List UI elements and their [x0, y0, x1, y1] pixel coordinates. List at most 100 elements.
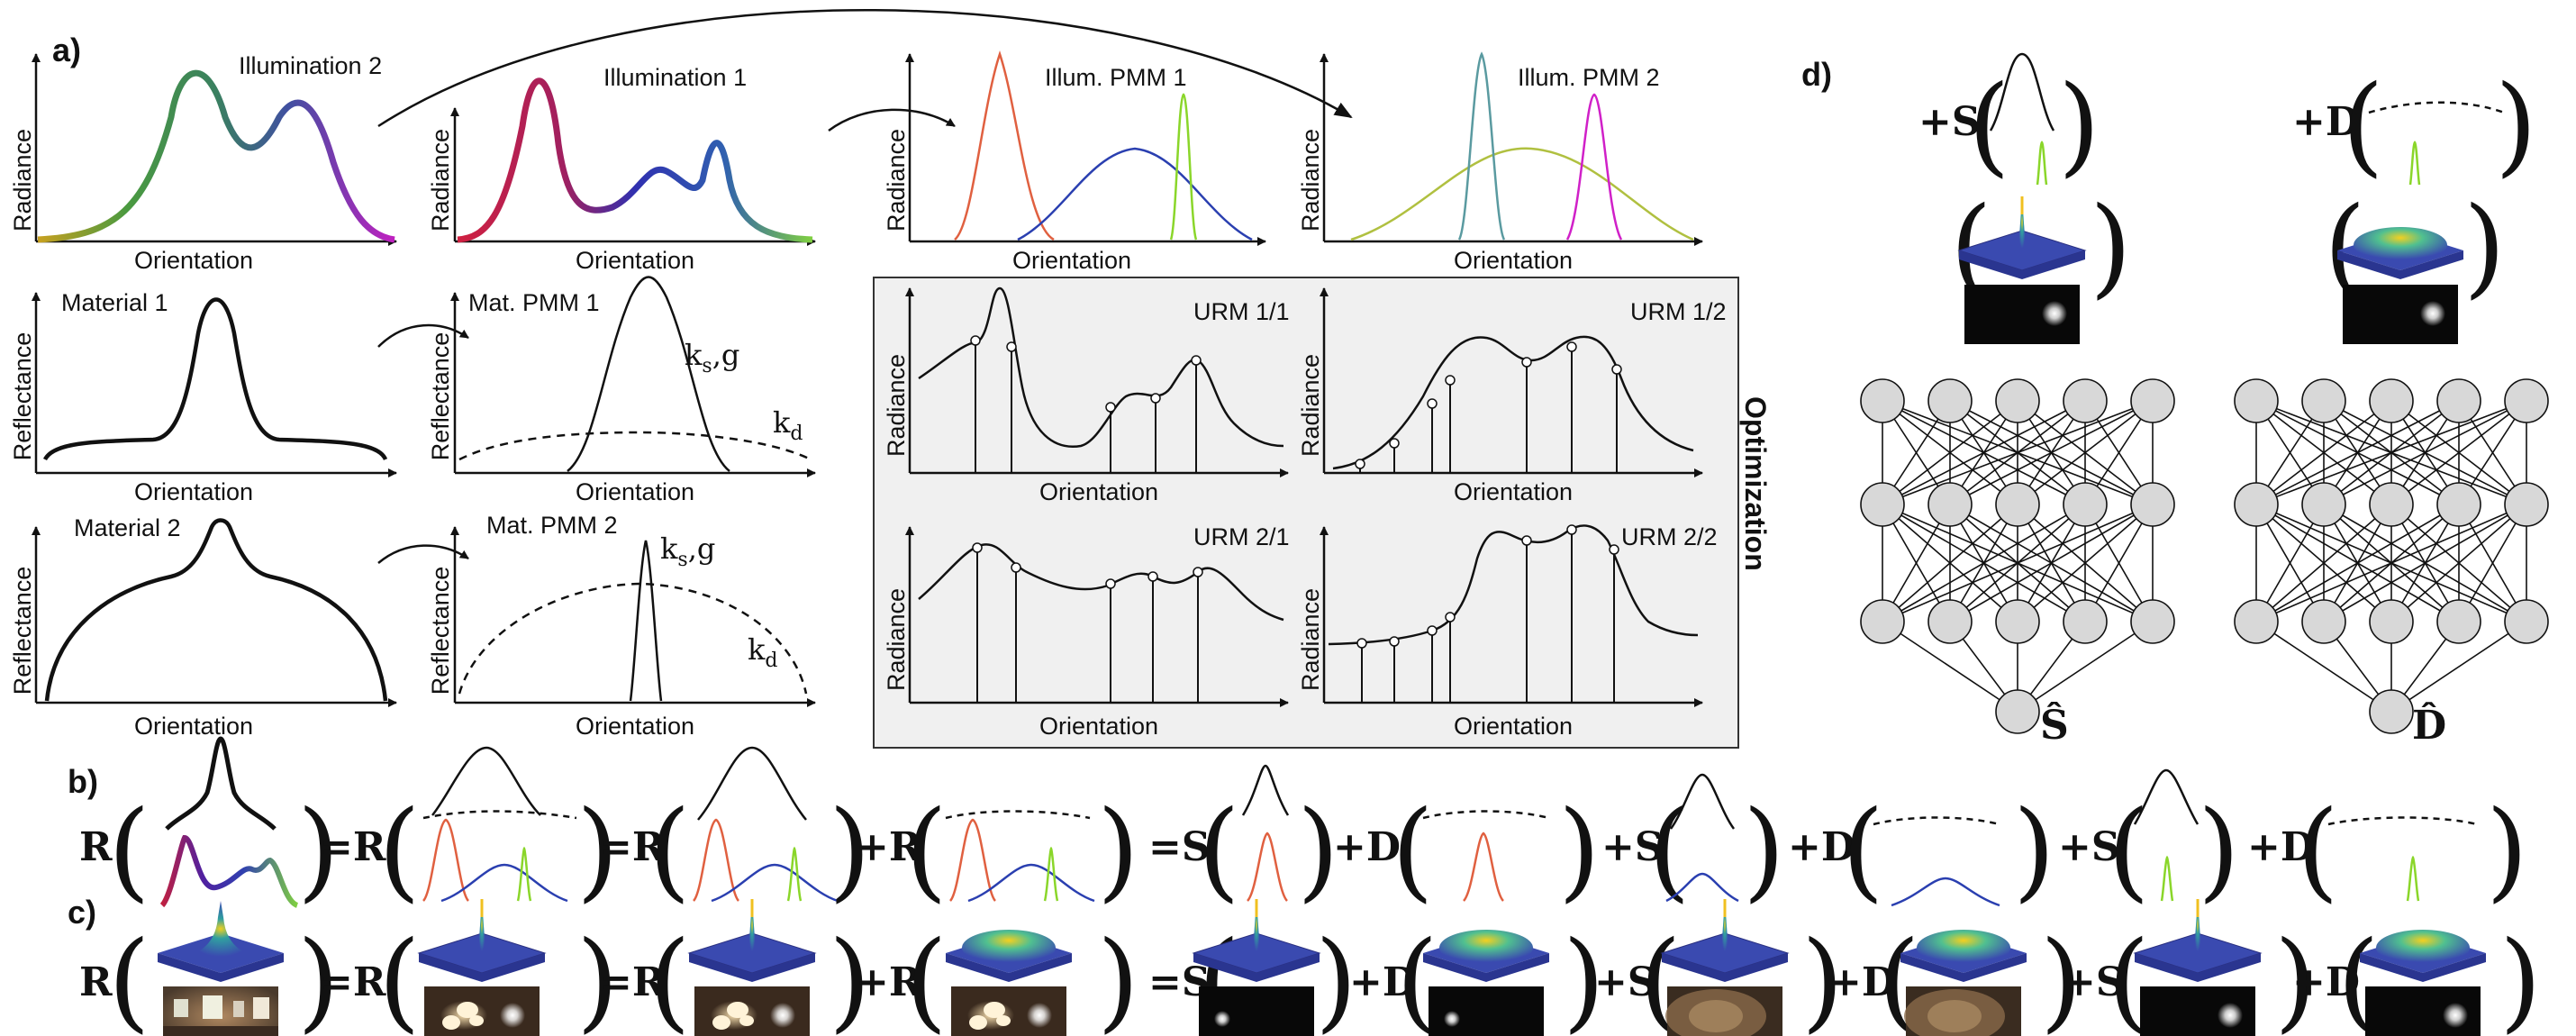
svg-text:): ) [1563, 919, 1605, 1036]
net-d-node-l1-n2 [2369, 482, 2414, 527]
d-paren-right-d: ) [2495, 63, 2537, 188]
plot-illum-pmm-1: Illum. PMM 1 Orientation Radiance [883, 50, 1266, 274]
net-s-node-l1-n0 [1860, 482, 1905, 527]
net-s-node-l2-n0 [1860, 599, 1905, 644]
ylabel-mat1: Reflectance [9, 332, 36, 461]
ylabel-matpmm2: Reflectance [427, 567, 454, 695]
svg-text:): ) [297, 788, 340, 913]
title-material-1: Material 1 [61, 289, 168, 316]
title-urm-2-2: URM 2/2 [1621, 523, 1718, 550]
c-op-8: +S [2063, 959, 2125, 1005]
network-s [1860, 378, 2175, 734]
urm-panel [873, 277, 1739, 749]
xlabel-mat1: Orientation [134, 478, 253, 505]
optimization-label: Optimization [1739, 396, 1772, 571]
ylabel-pmm1: Radiance [883, 129, 910, 232]
plot-material-2: Material 2 Orientation Reflectance [9, 514, 397, 740]
net-s-node-l1-n1 [1927, 482, 1973, 527]
title-illumination-1: Illumination 1 [603, 64, 747, 91]
title-urm-1-1: URM 1/1 [1193, 298, 1290, 325]
d-paren-left-s: ( [1968, 63, 2010, 188]
svg-text:(: ( [905, 788, 948, 913]
b-op-3: +R [856, 824, 922, 870]
net-d-node-l1-n0 [2234, 482, 2279, 527]
net-s-node-l1-n4 [2130, 482, 2175, 527]
svg-text:(: ( [649, 919, 691, 1036]
arrow-illum2-to-pmm2 [377, 8, 1353, 128]
svg-text:): ) [2499, 919, 2542, 1036]
b-op-4: =S [1148, 824, 1211, 870]
panel-letter-a: a) [52, 32, 81, 68]
svg-text:): ) [297, 919, 340, 1036]
net-s-node-l2-n2 [1995, 599, 2040, 644]
net-d-output-node [2369, 689, 2414, 734]
svg-text:): ) [2274, 919, 2317, 1036]
xlabel-urm22: Orientation [1454, 713, 1573, 740]
xlabel-pmm1: Orientation [1012, 247, 1131, 274]
ylabel-illum1: Radiance [427, 129, 454, 232]
title-mat-pmm-2: Mat. PMM 2 [486, 512, 618, 539]
svg-text:(: ( [649, 788, 691, 913]
xlabel-matpmm1: Orientation [576, 478, 694, 505]
plot-material-1: Material 1 Orientation Reflectance [9, 289, 397, 505]
xlabel-illum1: Orientation [576, 247, 694, 274]
svg-text:(: ( [1392, 788, 1434, 913]
title-mat-pmm-1: Mat. PMM 1 [468, 289, 600, 316]
title-material-2: Material 2 [74, 514, 181, 541]
svg-text:): ) [829, 788, 871, 913]
svg-text:): ) [2198, 788, 2240, 913]
param-kd-2: kd [748, 632, 777, 672]
ylabel-pmm2: Radiance [1297, 129, 1324, 232]
net-s-node-l0-n2 [1995, 378, 2040, 423]
net-d-node-l1-n3 [2436, 482, 2481, 527]
b-op-5: +D [1333, 824, 1401, 870]
svg-text:(: ( [2297, 788, 2339, 913]
ylabel-mat2: Reflectance [9, 567, 36, 695]
d-paren-right-s2: ) [2090, 185, 2132, 310]
c-op-0: R [79, 959, 113, 1005]
svg-text:(: ( [1648, 788, 1691, 913]
c-op-9: +D [2292, 959, 2360, 1005]
plot-urm-1-1: URM 1/1 Orientation Radiance [883, 286, 1290, 505]
net-d-node-l0-n1 [2301, 378, 2346, 423]
net-s-node-l2-n1 [1927, 599, 1973, 644]
plot-urm-2-2: URM 2/2 Orientation Radiance [1297, 523, 1718, 740]
b-op-9: +D [2247, 824, 2315, 870]
svg-text:(: ( [108, 919, 150, 1036]
plot-mat-pmm-2: Mat. PMM 2 ks,g kd Orientation Reflectan… [427, 512, 816, 740]
svg-text:): ) [2486, 788, 2528, 913]
d-plus-d: +D [2292, 99, 2360, 145]
panel-letter-d: d) [1801, 56, 1832, 93]
svg-text:): ) [1558, 788, 1601, 913]
d-paren-right-s: ) [2058, 63, 2100, 188]
title-illum-pmm-1: Illum. PMM 1 [1045, 64, 1187, 91]
xlabel-urm11: Orientation [1039, 478, 1158, 505]
ylabel-urm11: Radiance [883, 354, 910, 457]
svg-text:(: ( [905, 919, 948, 1036]
plot-urm-2-1: URM 2/1 Orientation Radiance [883, 523, 1290, 740]
c-op-3: +R [856, 959, 922, 1005]
c-op-6: +S [1594, 959, 1656, 1005]
plot-mat-pmm-1: Mat. PMM 1 ks,g kd Orientation Reflectan… [427, 276, 816, 505]
net-d-node-l0-n4 [2504, 378, 2549, 423]
svg-text:(: ( [1198, 788, 1240, 913]
svg-text:): ) [2013, 788, 2055, 913]
plot-illum-pmm-2: Illum. PMM 2 Orientation Radiance [1297, 51, 1703, 274]
xlabel-urm12: Orientation [1454, 478, 1573, 505]
net-s-output-node [1995, 689, 2040, 734]
panel-d: +S ( ) ( ) +D ( ) ( ) Ŝ D̂ [1860, 52, 2549, 749]
net-s-node-l0-n1 [1927, 378, 1973, 423]
net-d-node-l2-n1 [2301, 599, 2346, 644]
svg-text:(: ( [108, 788, 150, 913]
b-op-6: +S [1601, 824, 1664, 870]
param-kd-1: kd [773, 405, 803, 445]
xlabel-matpmm2: Orientation [576, 713, 694, 740]
net-s-node-l1-n2 [1995, 482, 2040, 527]
panel-letter-b: b) [68, 763, 98, 800]
d-paren-right-d2: ) [2463, 185, 2506, 310]
svg-text:): ) [2040, 919, 2082, 1036]
title-illum-pmm-2: Illum. PMM 2 [1518, 64, 1660, 91]
net-s-node-l2-n4 [2130, 599, 2175, 644]
svg-text:(: ( [378, 788, 421, 913]
